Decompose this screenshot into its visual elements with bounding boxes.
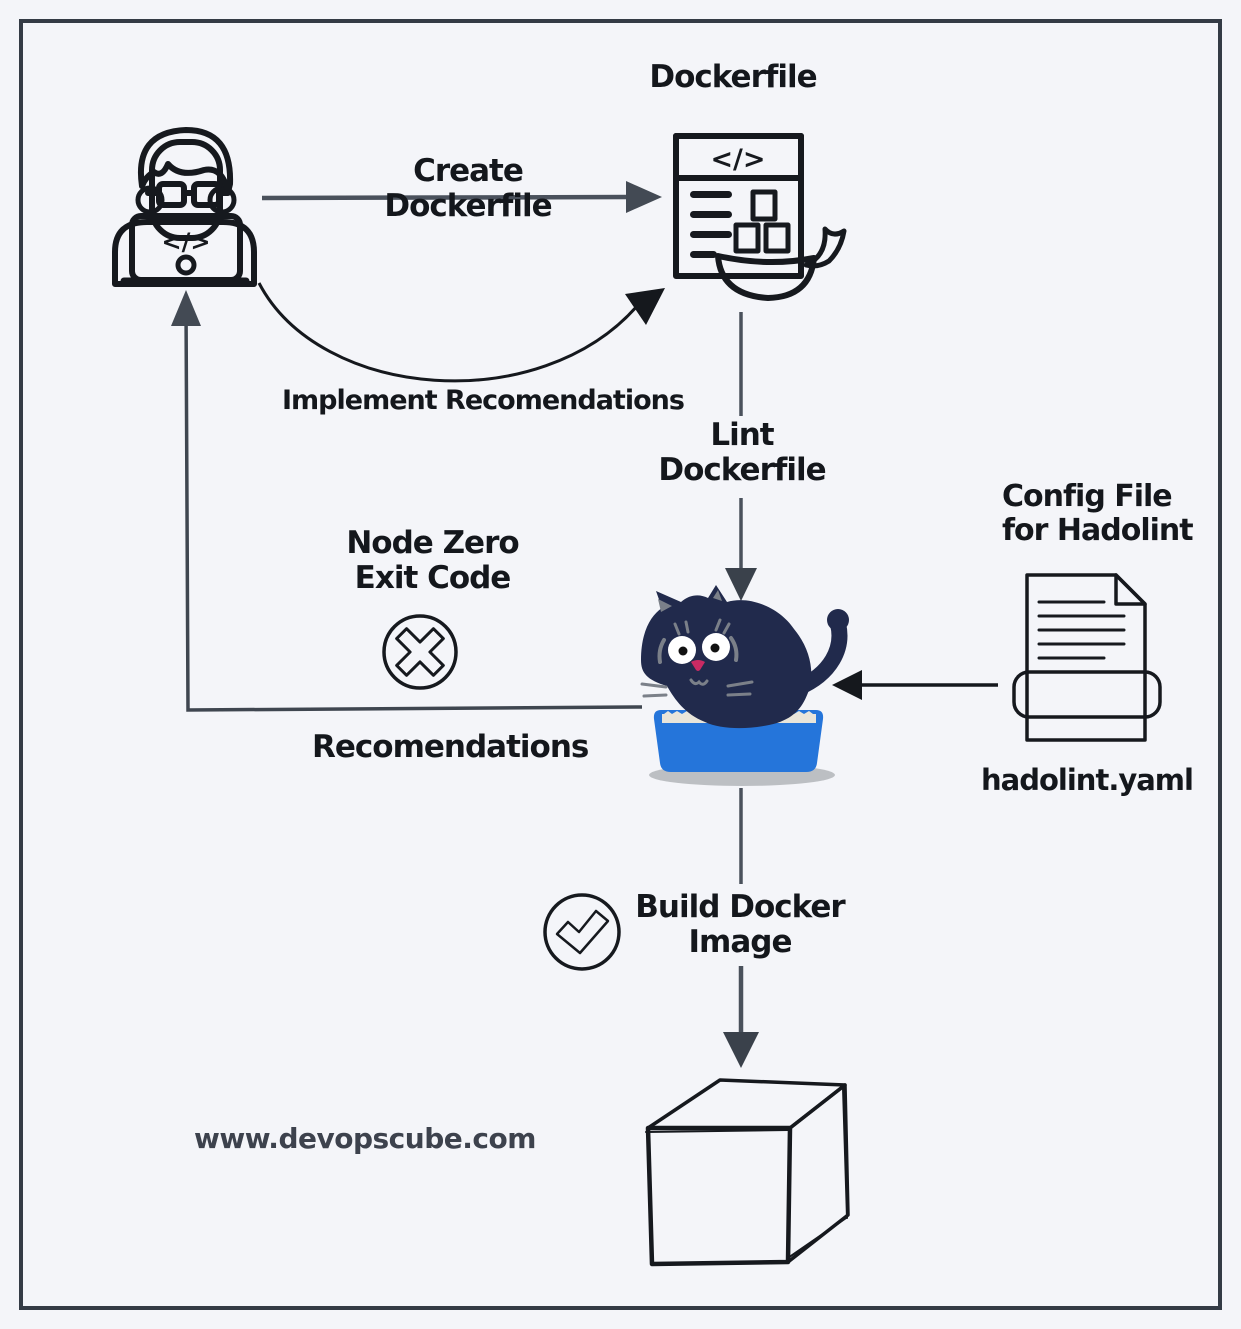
- cube-sketch-lines: [645, 1087, 848, 1259]
- dockerfile-title: Dockerfile: [649, 59, 817, 95]
- config-file-icon: [1012, 573, 1162, 742]
- build-label-line2: Image: [688, 924, 793, 961]
- cat-face: [640, 618, 754, 698]
- cat-ear-inners: [658, 590, 722, 612]
- node-zero-exit-code-label: Node Zero Exit Code: [335, 525, 530, 597]
- developer-shoulders: [112, 219, 257, 287]
- create-dockerfile-label-line1: Create: [413, 153, 524, 189]
- config-doc-fold: [1114, 573, 1147, 606]
- diagram-frame: [19, 19, 1222, 1310]
- cat-whiskers: [640, 680, 754, 698]
- dockerfile-doc-header: [673, 133, 804, 181]
- recomendations-label: Recomendations: [312, 729, 589, 765]
- hadolint-cat-icon: [640, 585, 849, 786]
- implement-recomendations-label: Implement Recomendations: [282, 385, 685, 416]
- litter-box: [653, 710, 824, 772]
- lint-dockerfile-label-line1: Lint: [710, 417, 774, 453]
- build-docker-image-label: Build Docker Image: [630, 889, 850, 961]
- dockerfile-text-lines: [690, 191, 732, 258]
- config-file-label-line2: for Hadolint: [1002, 513, 1194, 549]
- dockerfile-icon: </>: [673, 133, 847, 301]
- config-file-label-line1: Config File: [1002, 479, 1173, 514]
- docker-whale-icon: [715, 226, 847, 301]
- node-zero-label-line2: Exit Code: [354, 560, 512, 597]
- laptop-code-glyph: </>: [162, 228, 211, 256]
- cat-nose: [691, 660, 705, 671]
- create-dockerfile-label: Create Dockerfile: [363, 153, 573, 225]
- error-cross-icon: [382, 614, 458, 690]
- container-squares: [733, 189, 791, 254]
- docker-image-cube-icon: [645, 1078, 850, 1267]
- cube-front-face: [645, 1125, 793, 1267]
- cube-right-face: [786, 1083, 850, 1264]
- node-zero-label-line1: Node Zero: [346, 525, 519, 561]
- config-band: [1012, 670, 1162, 719]
- cube-top-face: [646, 1078, 847, 1130]
- hadolint-yaml-label: hadolint.yaml: [981, 763, 1194, 797]
- developer-glasses: [145, 181, 231, 208]
- developer-hair: [138, 127, 234, 195]
- laptop-circle-glyph: [175, 254, 197, 276]
- config-file-label: Config File for Hadolint: [1002, 479, 1232, 549]
- success-check-icon: [543, 893, 621, 971]
- config-doc-lines: [1037, 600, 1126, 660]
- lint-dockerfile-label: Lint Dockerfile: [642, 417, 842, 489]
- build-label-line1: Build Docker: [635, 889, 845, 925]
- create-dockerfile-label-line2: Dockerfile: [384, 188, 552, 225]
- dockerfile-code-glyph: </>: [710, 144, 765, 175]
- lint-dockerfile-label-line2: Dockerfile: [658, 452, 826, 489]
- developer-icon: </>: [112, 127, 257, 287]
- watermark: www.devopscube.com: [194, 1122, 536, 1155]
